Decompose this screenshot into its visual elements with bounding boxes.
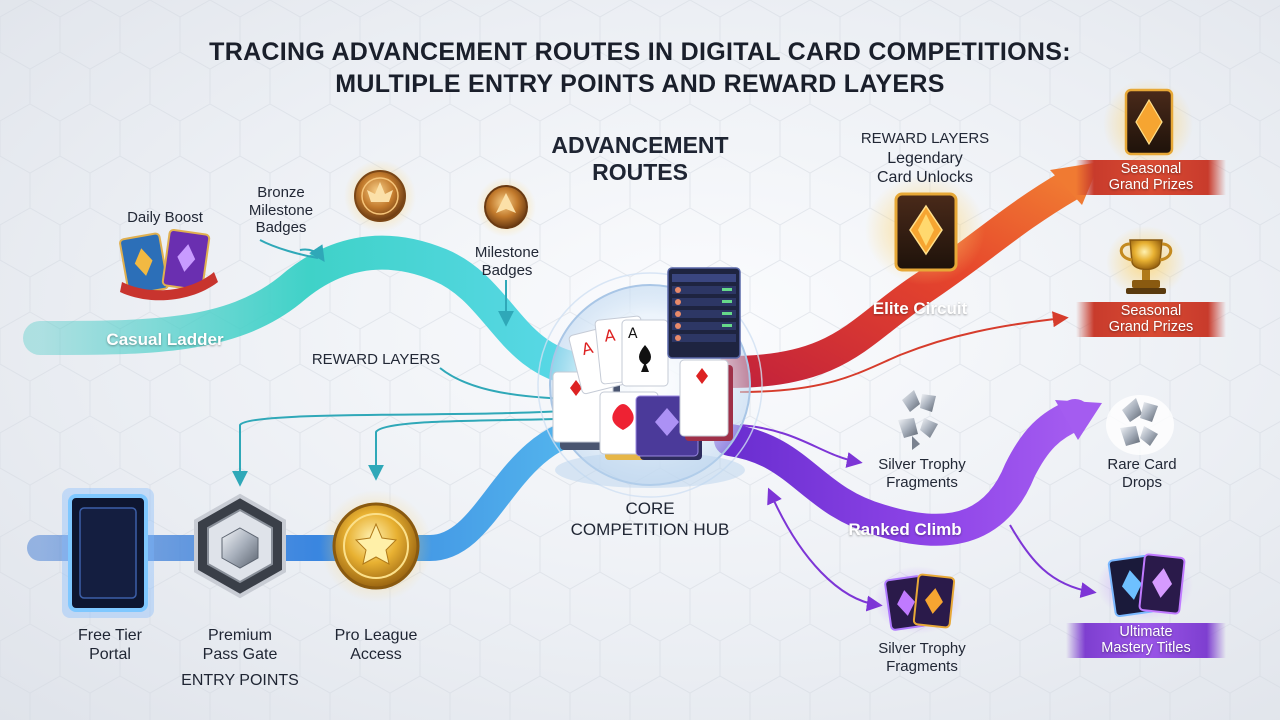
bronze-badge-icon <box>344 160 416 232</box>
silver-fragments-2-arrow <box>767 487 883 612</box>
bronze-badges-label: Bronze Milestone Badges <box>248 184 314 237</box>
elite-secondary-arrow <box>739 311 1069 393</box>
milestone-badge-icon <box>476 177 536 237</box>
crystal-shard-icon <box>898 390 938 450</box>
leaderboard-icon <box>667 267 741 359</box>
title-line-2: MULTIPLE ENTRY POINTS AND REWARD LAYERS <box>335 70 945 98</box>
hexagon-gate-icon <box>194 493 286 599</box>
legendary-card-label: Legendary Card Unlocks <box>876 150 974 186</box>
grand-prizes-banner-2: Seasonal Grand Prizes <box>1076 302 1226 337</box>
mastery-titles-banner: Ultimate Mastery Titles <box>1066 623 1226 658</box>
reward-layers-right-label: REWARD LAYERS <box>860 130 990 147</box>
entry-arrow-pro <box>368 417 581 481</box>
ranked-arrowhead <box>1055 400 1102 440</box>
route-label-casual: Casual Ladder <box>106 330 224 349</box>
entry-pro-league-label: Pro League Access <box>334 627 418 663</box>
gem-card-icon <box>1103 79 1193 169</box>
silver-fragments-label-1: Silver Trophy Fragments <box>878 456 966 491</box>
bronze-badge-connector <box>259 239 319 259</box>
title-line-1: TRACING ADVANCEMENT ROUTES IN DIGITAL CA… <box>209 38 1071 66</box>
route-label-elite: Elite Circuit <box>872 299 968 318</box>
purple-card-pair-icon <box>874 566 962 634</box>
mastery-titles-arrow <box>1009 524 1097 599</box>
grand-prizes-banner-1: Seasonal Grand Prizes <box>1076 160 1226 195</box>
entry-free-tier-label: Free Tier Portal <box>77 627 142 663</box>
advancement-routes-heading: ADVANCEMENT ROUTES <box>551 132 729 185</box>
svg-text:A: A <box>580 338 595 359</box>
card-pair-icon <box>119 229 218 301</box>
diagram-title: TRACING ADVANCEMENT ROUTES IN DIGITAL CA… <box>0 36 1280 100</box>
rare-drops-label: Rare Card Drops <box>1107 456 1177 491</box>
crystal-shard-icon-rare <box>1106 395 1174 455</box>
entry-premium-label: Premium Pass Gate <box>202 627 278 663</box>
daily-boost-label: Daily Boost <box>127 209 203 226</box>
mastery-card-pair-icon <box>1097 549 1193 621</box>
svg-text:A: A <box>603 326 616 346</box>
svg-text:A: A <box>628 326 638 342</box>
milestone-badges-label: Milestone Badges <box>474 244 540 279</box>
elite-circuit-path <box>714 169 1086 388</box>
legendary-card-icon <box>865 175 985 285</box>
reward-layers-left-label: REWARD LAYERS <box>311 351 441 368</box>
bronze-badge-arrow <box>299 244 325 262</box>
silver-fragments-arrow <box>739 424 863 468</box>
route-label-ranked: Ranked Climb <box>848 520 962 539</box>
card-stack-icon: A A A <box>552 315 733 460</box>
portal-card-icon <box>62 488 154 618</box>
ranked-climb-path <box>714 399 1091 546</box>
silver-fragments-label-2: Silver Trophy Fragments <box>878 640 966 675</box>
trophy-icon <box>1106 226 1186 298</box>
entry-arrow-premium <box>232 409 581 487</box>
core-hub-label: CORE COMPETITION HUB <box>570 499 730 539</box>
entry-points-label: ENTRY POINTS <box>181 672 299 689</box>
gold-coin-icon <box>320 490 432 602</box>
